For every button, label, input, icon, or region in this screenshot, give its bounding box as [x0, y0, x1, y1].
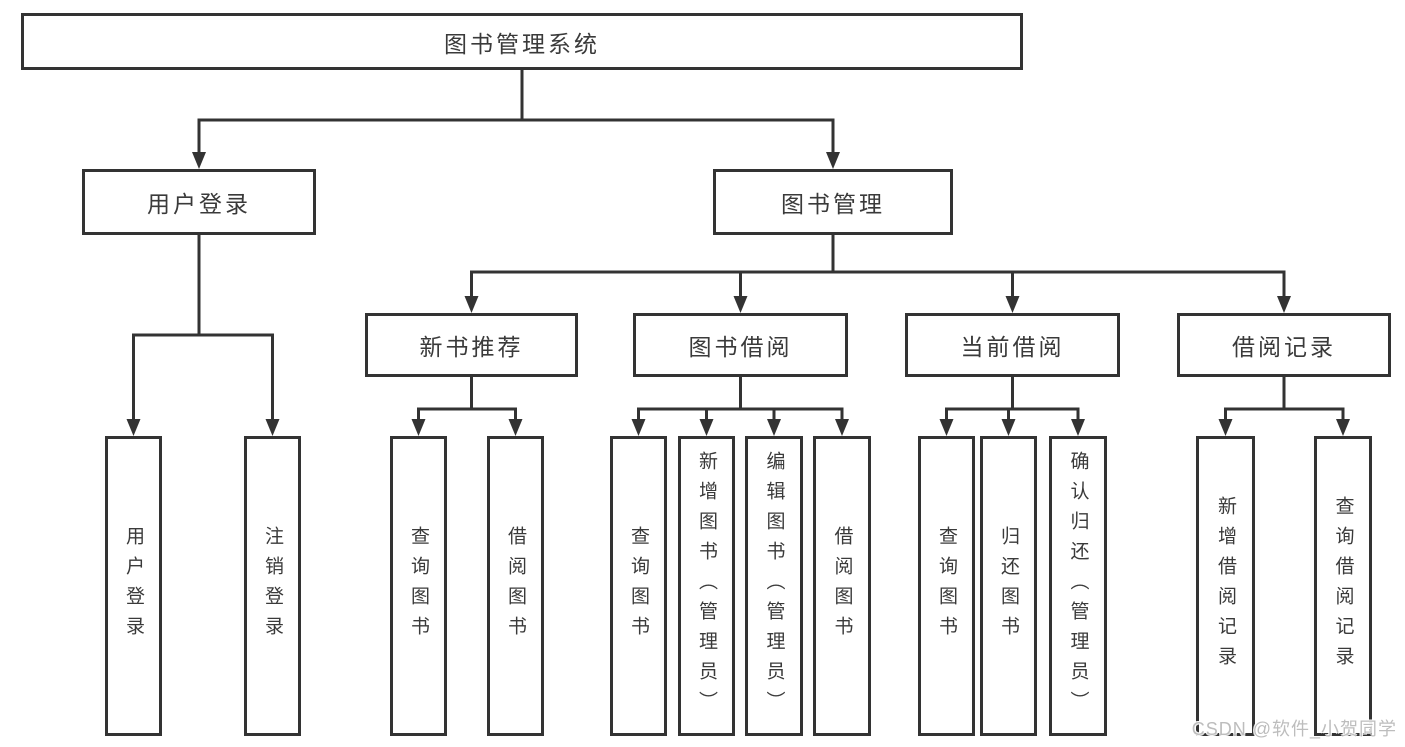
arrowhead-icon — [939, 419, 954, 436]
arrowhead-icon — [1005, 296, 1020, 313]
leaf-borrow-books-borrowing-label: 借阅图书 — [831, 526, 853, 646]
node-borrowing-records: 借阅记录 — [1177, 313, 1391, 377]
arrowhead-icon — [1001, 419, 1016, 436]
watermark: CSDN @软件_小贺同学 — [1191, 719, 1397, 739]
node-new-book-recommend-label: 新书推荐 — [419, 334, 524, 360]
node-current-borrowing: 当前借阅 — [905, 313, 1120, 377]
leaf-add-borrow-record-label: 新增借阅记录 — [1215, 496, 1236, 676]
arrowhead-icon — [192, 152, 206, 169]
arrowhead-icon — [464, 296, 479, 313]
leaf-query-books-borrowing: 查询图书 — [610, 436, 667, 736]
node-root: 图书管理系统 — [21, 13, 1023, 70]
arrowhead-icon — [699, 419, 714, 436]
leaf-add-borrow-record: 新增借阅记录 — [1196, 436, 1255, 736]
leaf-confirm-return-admin-label: 确认归还（管理员） — [1067, 451, 1089, 721]
node-root-label: 图书管理系统 — [444, 30, 600, 57]
leaf-edit-book-admin: 编辑图书（管理员） — [745, 436, 803, 736]
leaf-query-books-current: 查询图书 — [918, 436, 975, 736]
leaf-logout: 注销登录 — [244, 436, 301, 736]
node-user-login-branch: 用户登录 — [82, 169, 316, 235]
leaf-borrow-books-recommend: 借阅图书 — [487, 436, 544, 736]
leaf-query-books-recommend-label: 查询图书 — [408, 526, 429, 646]
arrowhead-icon — [835, 419, 849, 436]
node-book-management-label: 图书管理 — [781, 191, 885, 217]
arrowhead-icon — [1071, 419, 1085, 436]
leaf-add-book-admin: 新增图书（管理员） — [678, 436, 735, 736]
connector-root-branch — [197, 118, 835, 152]
leaf-user-login: 用户登录 — [105, 436, 162, 736]
leaf-borrow-books-borrowing: 借阅图书 — [813, 436, 871, 736]
arrowhead-icon — [1218, 419, 1233, 436]
leaf-logout-label: 注销登录 — [262, 526, 283, 646]
leaf-query-books-current-label: 查询图书 — [936, 526, 957, 646]
connector-bookmgmt-branch — [470, 270, 1286, 296]
node-book-borrowing: 图书借阅 — [633, 313, 848, 377]
node-user-login-branch-label: 用户登录 — [147, 191, 251, 217]
leaf-return-books-label: 归还图书 — [998, 526, 1019, 646]
arrowhead-icon — [767, 419, 781, 436]
leaf-borrow-books-recommend-label: 借阅图书 — [505, 526, 526, 646]
arrowhead-icon — [508, 419, 523, 436]
leaf-add-book-admin-label: 新增图书（管理员） — [696, 451, 717, 721]
arrowhead-icon — [631, 419, 646, 436]
connector-current-branch — [945, 407, 1080, 419]
leaf-query-books-recommend: 查询图书 — [390, 436, 447, 736]
node-new-book-recommend: 新书推荐 — [365, 313, 578, 377]
leaf-query-borrow-record: 查询借阅记录 — [1314, 436, 1372, 736]
arrowhead-icon — [1336, 419, 1350, 436]
leaf-edit-book-admin-label: 编辑图书（管理员） — [763, 451, 785, 721]
leaf-confirm-return-admin: 确认归还（管理员） — [1049, 436, 1107, 736]
arrowhead-icon — [1277, 296, 1291, 313]
node-borrowing-records-label: 借阅记录 — [1232, 334, 1336, 360]
arrowhead-icon — [733, 296, 748, 313]
arrowhead-icon — [265, 419, 280, 436]
connector-borrowing-branch — [637, 407, 844, 419]
node-book-management: 图书管理 — [713, 169, 953, 235]
leaf-user-login-label: 用户登录 — [123, 526, 144, 646]
node-book-borrowing-label: 图书借阅 — [688, 334, 793, 360]
arrowhead-icon — [826, 152, 840, 169]
connector-records-branch — [1224, 407, 1345, 419]
leaf-query-borrow-record-label: 查询借阅记录 — [1332, 496, 1354, 676]
arrowhead-icon — [126, 419, 141, 436]
node-current-borrowing-label: 当前借阅 — [960, 334, 1065, 360]
leaf-query-books-borrowing-label: 查询图书 — [628, 526, 649, 646]
arrowhead-icon — [411, 419, 426, 436]
connector-userlogin-branch — [132, 333, 274, 419]
leaf-return-books: 归还图书 — [980, 436, 1037, 736]
connector-newbook-branch — [417, 407, 517, 419]
